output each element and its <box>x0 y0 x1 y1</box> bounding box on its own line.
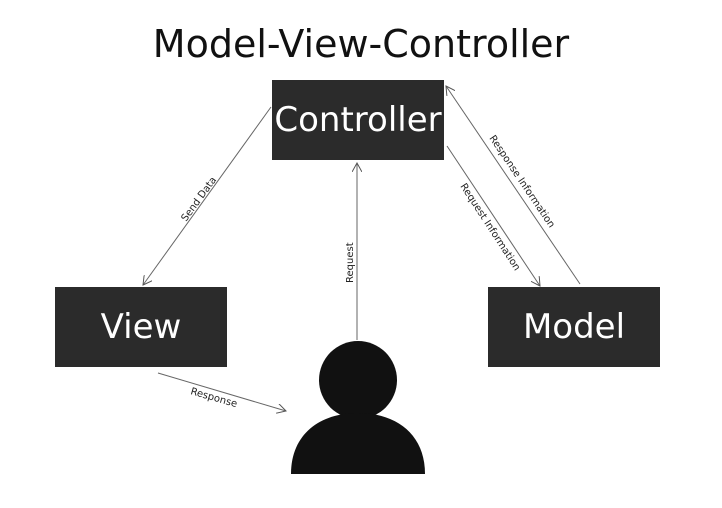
edge-label-send-data: Send Data <box>180 175 220 224</box>
edge-send-data <box>143 106 272 285</box>
edge-request-information <box>446 145 540 286</box>
controller-label: Controller <box>274 100 442 140</box>
view-node: View <box>55 287 227 367</box>
user-icon <box>291 341 425 474</box>
model-node: Model <box>488 287 660 367</box>
edge-response <box>157 372 286 411</box>
edge-response-information <box>446 86 581 285</box>
edge-label-request: Request <box>345 242 356 283</box>
edge-label-request-information: Request Information <box>457 182 522 273</box>
model-label: Model <box>522 307 626 347</box>
edge-label-response-information: Response Information <box>487 134 557 231</box>
view-label: View <box>100 307 182 347</box>
diagram-title: Model-View-Controller <box>152 22 570 66</box>
controller-node: Controller <box>272 80 444 160</box>
